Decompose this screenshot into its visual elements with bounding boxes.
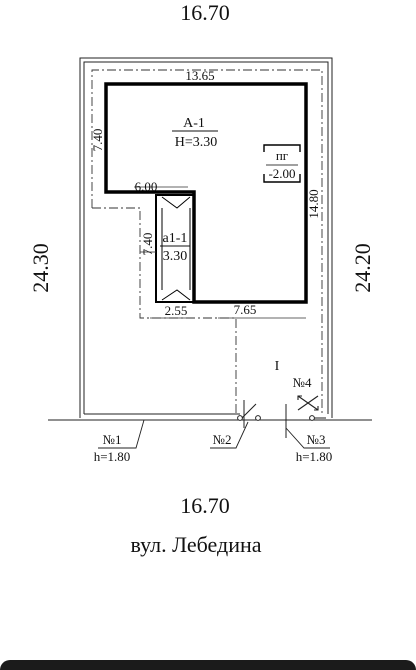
fence-3-label: №3 bbox=[307, 432, 326, 447]
building-label: А-1 bbox=[183, 116, 205, 131]
fence-3-height: h=1.80 bbox=[296, 449, 333, 464]
annex-dim-side: 7.40 bbox=[140, 233, 155, 256]
building-dim-step: 6.00 bbox=[135, 179, 158, 194]
gate-symbols bbox=[237, 400, 326, 438]
building-dim-right: 14.80 bbox=[306, 189, 321, 218]
plot-boundary bbox=[79, 57, 333, 418]
fence-4-arrows-icon bbox=[297, 395, 319, 411]
dimension-lines bbox=[134, 186, 306, 319]
cellar-label: пг bbox=[276, 148, 288, 163]
annex-label: а1-1 bbox=[163, 231, 188, 246]
plot-width-top: 16.70 bbox=[180, 0, 230, 25]
plot-depth-right: 24.20 bbox=[350, 243, 375, 293]
annex-dim-bottom: 2.55 bbox=[165, 303, 188, 318]
building-dim-top: 13.65 bbox=[185, 68, 214, 83]
building-dim-bottom: 7.65 bbox=[234, 302, 257, 317]
fence-4-label: №4 bbox=[293, 375, 312, 390]
annex-height: 3.30 bbox=[163, 249, 188, 264]
fence-1-height: h=1.80 bbox=[94, 449, 131, 464]
building-dim-left: 7.40 bbox=[90, 129, 105, 152]
plot-depth-left: 24.30 bbox=[28, 243, 53, 293]
cellar-marker bbox=[263, 144, 301, 183]
building-height: Н=3.30 bbox=[175, 135, 218, 150]
bottom-sheet-edge bbox=[0, 660, 416, 670]
fence-2-label: №2 bbox=[213, 432, 232, 447]
street-name: вул. Лебедина bbox=[130, 532, 261, 557]
plot-width-bottom: 16.70 bbox=[180, 493, 230, 518]
annex-outline bbox=[155, 194, 195, 303]
fence-leaders bbox=[98, 419, 330, 449]
cellar-depth: -2.00 bbox=[268, 166, 295, 181]
fence-1-label: №1 bbox=[103, 432, 122, 447]
setback-lines bbox=[91, 69, 323, 414]
yard-label: I bbox=[275, 359, 280, 374]
